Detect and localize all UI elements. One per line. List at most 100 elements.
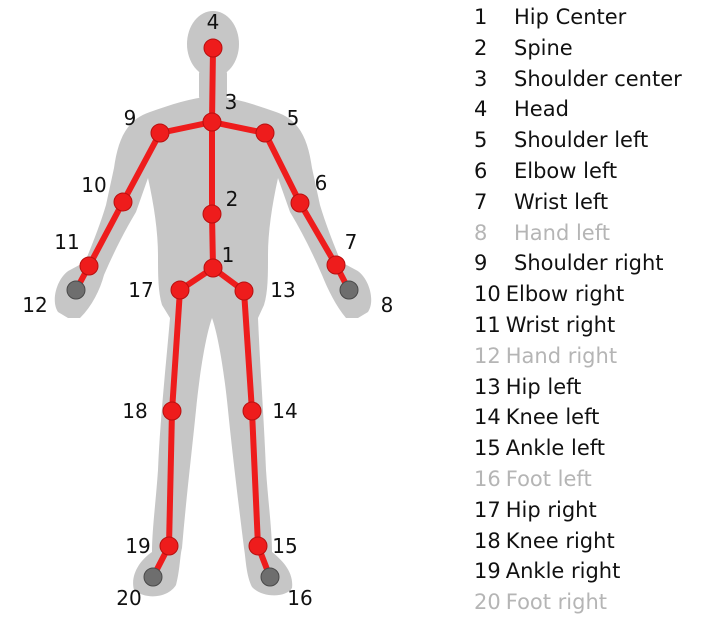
legend-joint-name: Hip right: [506, 498, 597, 522]
joint-hip-center: [204, 259, 222, 277]
legend-number: 11: [474, 310, 501, 341]
legend-joint-name: Shoulder left: [514, 128, 648, 152]
legend-number: 18: [474, 526, 501, 557]
legend-joint-name: Shoulder center: [514, 67, 682, 91]
joint-shoulder-left: [256, 124, 274, 142]
joint-label-ankle-right: 19: [125, 534, 150, 558]
legend-number: 12: [474, 341, 501, 372]
joint-label-shoulder-center: 3: [225, 90, 238, 114]
legend-number: 4: [474, 94, 514, 125]
legend-number: 2: [474, 33, 514, 64]
legend-joint-name: Foot right: [506, 590, 607, 614]
joint-knee-right: [163, 402, 181, 420]
legend-number: 9: [474, 248, 514, 279]
legend-number: 3: [474, 64, 514, 95]
legend-joint-name: Knee left: [506, 405, 600, 429]
legend-number: 17: [474, 495, 501, 526]
legend-number: 10: [474, 279, 501, 310]
joint-knee-left: [243, 402, 261, 420]
joint-label-spine: 2: [226, 187, 239, 211]
joint-label-head: 4: [207, 10, 220, 34]
legend-joint-name: Hip Center: [514, 5, 626, 29]
joint-shoulder-center: [203, 113, 221, 131]
joint-label-knee-left: 14: [272, 399, 297, 423]
joint-hip-right: [171, 281, 189, 299]
joint-foot-left: [261, 568, 279, 586]
bone-knee-right-to-ankle-right: [169, 411, 172, 546]
joint-label-elbow-left: 6: [315, 171, 328, 195]
legend-number: 19: [474, 556, 501, 587]
joint-label-elbow-right: 10: [81, 173, 106, 197]
legend-joint-name: Knee right: [506, 529, 615, 553]
legend-joint-name: Spine: [514, 36, 573, 60]
legend-joint-name: Ankle left: [506, 436, 605, 460]
joint-shoulder-right: [151, 124, 169, 142]
legend-number: 20: [474, 587, 501, 618]
joint-label-foot-right: 20: [116, 586, 141, 610]
legend-joint-name: Head: [514, 97, 569, 121]
legend-joint-name: Hand right: [506, 344, 617, 368]
legend-joint-name: Shoulder right: [514, 251, 664, 275]
joint-label-hip-center: 1: [222, 243, 235, 267]
legend-joint-name: Elbow left: [514, 159, 617, 183]
joint-label-wrist-left: 7: [345, 230, 358, 254]
joint-head: [204, 39, 222, 57]
legend-number: 16: [474, 464, 501, 495]
legend-joint-name: Ankle right: [506, 559, 621, 583]
legend-number: 15: [474, 433, 501, 464]
joint-label-ankle-left: 15: [272, 534, 297, 558]
joint-ankle-left: [249, 537, 267, 555]
legend-number: 5: [474, 125, 514, 156]
joint-wrist-right: [80, 257, 98, 275]
joint-hand-left: [340, 281, 358, 299]
joint-legend: 1Hip Center2Spine3Shoulder center4Head5S…: [474, 2, 714, 618]
legend-number: 8: [474, 218, 514, 249]
legend-number: 7: [474, 187, 514, 218]
bone-head-to-shoulder-center: [212, 48, 213, 122]
joint-elbow-right: [114, 193, 132, 211]
legend-joint-name: Hip left: [506, 375, 582, 399]
legend-joint-name: Wrist left: [514, 190, 608, 214]
legend-number: 1: [474, 2, 514, 33]
joint-hand-right: [67, 281, 85, 299]
legend-number: 13: [474, 372, 501, 403]
legend-joint-name: Elbow right: [506, 282, 624, 306]
legend-joint-name: Hand left: [514, 221, 610, 245]
joint-label-foot-left: 16: [287, 586, 312, 610]
joint-label-shoulder-left: 5: [287, 106, 300, 130]
joint-ankle-right: [160, 537, 178, 555]
legend-number: 6: [474, 156, 514, 187]
joint-label-wrist-right: 11: [54, 230, 79, 254]
joint-label-hip-left: 13: [270, 278, 295, 302]
joint-label-knee-right: 18: [122, 399, 147, 423]
joint-elbow-left: [291, 194, 309, 212]
joint-label-hand-right: 12: [22, 293, 47, 317]
joint-foot-right: [144, 568, 162, 586]
legend-joint-name: Foot left: [506, 467, 592, 491]
joint-spine: [203, 205, 221, 223]
legend-number: 14: [474, 402, 501, 433]
joint-label-hip-right: 17: [128, 278, 153, 302]
joint-hip-left: [235, 282, 253, 300]
